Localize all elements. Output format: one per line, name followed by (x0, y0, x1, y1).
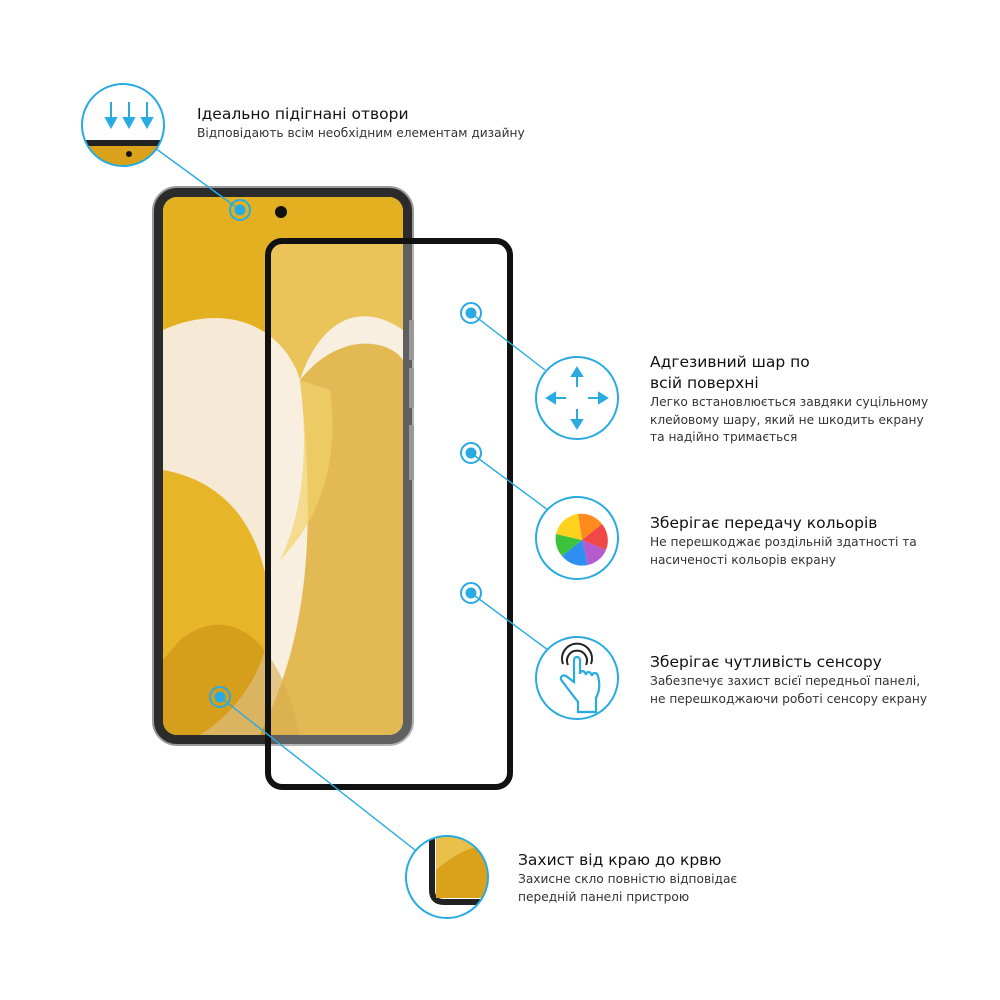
arrows-down-camera-icon (81, 83, 165, 167)
callout-dots (209, 199, 482, 708)
feature-description: передній панелі пристрою (518, 889, 690, 904)
feature-edge: Захист від краю до крвю Захисне скло пов… (518, 850, 737, 906)
feature-touch: Зберігає чутливість сенсору Забезпечує з… (650, 652, 927, 708)
feature-description: не перешкоджаючи роботі сенсору екрану (650, 691, 928, 706)
move-arrows-icon (535, 356, 619, 440)
feature-description: Легко встановлюється завдяки суцільному (650, 395, 929, 409)
feature-title: Зберігає чутливість сенсору (650, 653, 882, 671)
feature-description: Відповідають всім необхідним елементам д… (197, 126, 525, 140)
feature-description: та надійно тримається (650, 430, 798, 444)
feature-title: всій поверхні (650, 374, 759, 392)
feature-title: Ідеально підігнані отвори (197, 105, 409, 123)
screen-protector-glass (265, 238, 513, 790)
feature-description: Не перешкоджає роздільній здатності та (650, 535, 917, 549)
feature-adhesive: Адгезивний шар по всій поверхні Легко вс… (650, 352, 928, 447)
feature-cutouts: Ідеально підігнані отвори Відповідають в… (197, 104, 525, 143)
feature-title: Зберігає передачу кольорів (650, 514, 878, 532)
feature-description: Захисне скло повністю відповідає (518, 872, 738, 886)
touch-hand-icon (535, 636, 619, 720)
feature-description: клейовому шару, який не шкодить екрану (650, 412, 924, 427)
feature-colors: Зберігає передачу кольорів Не перешкоджа… (650, 513, 917, 569)
feature-description: насиченості кольорів екрану (650, 552, 836, 567)
feature-description: Забезпечує захист всієї передньої панелі… (650, 674, 921, 688)
color-wheel-icon (535, 496, 619, 580)
feature-title: Адгезивний шар по (650, 353, 810, 371)
edge-corner-icon (405, 835, 489, 919)
feature-title: Захист від краю до крвю (518, 851, 722, 869)
